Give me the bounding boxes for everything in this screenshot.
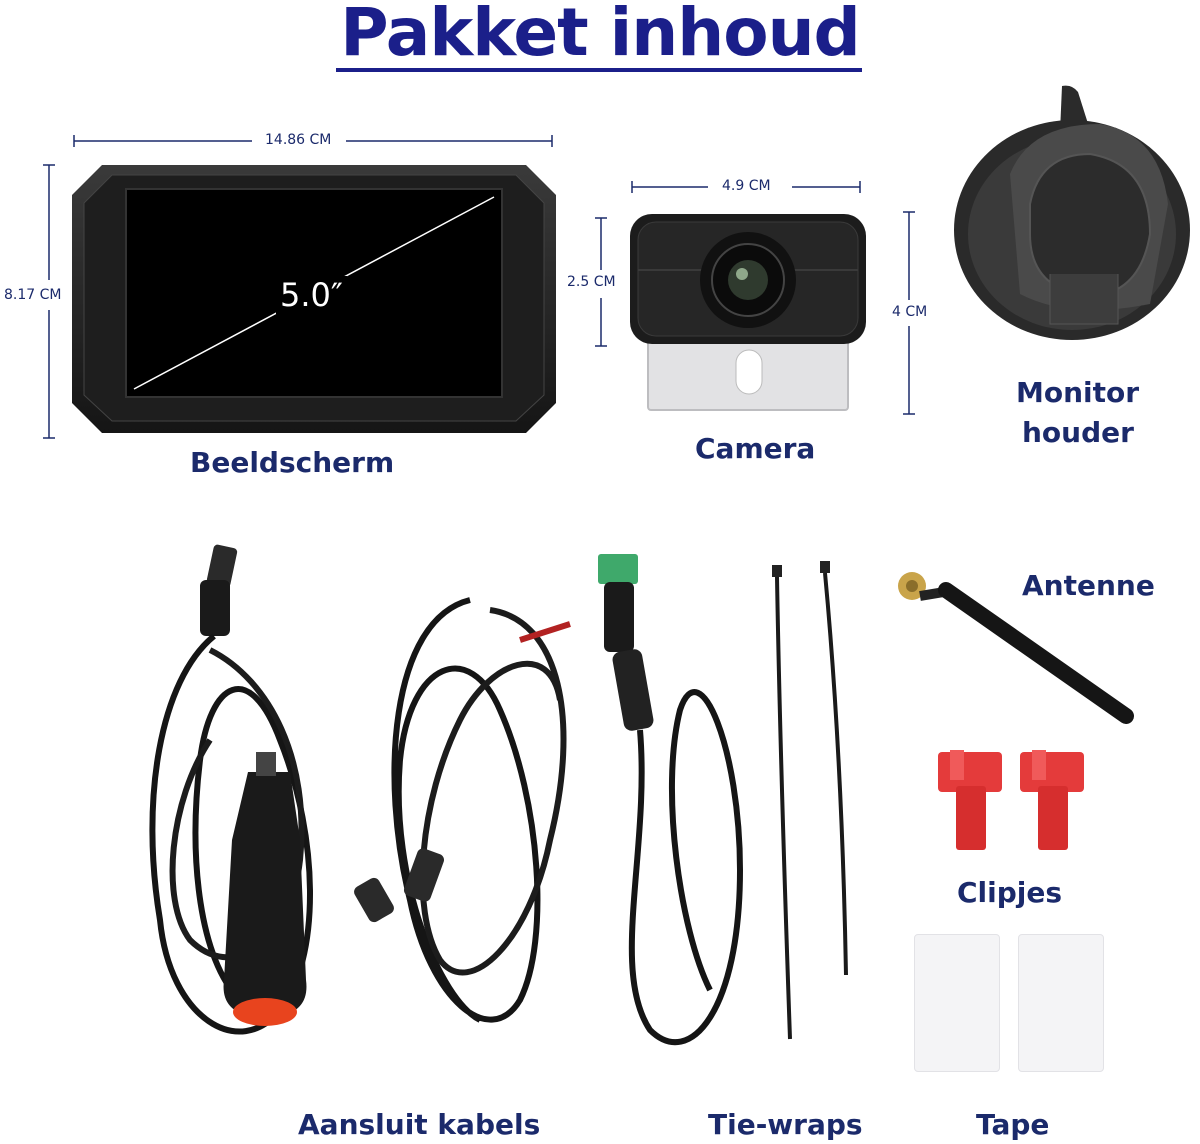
antenna-label: Antenne xyxy=(1022,569,1155,602)
camera-label: Camera xyxy=(695,432,816,465)
clips-label: Clipjes xyxy=(957,876,1063,909)
camera-image xyxy=(630,214,866,411)
camera-total-height-label: 4 CM xyxy=(892,304,928,320)
camera-cable-image xyxy=(598,554,744,1045)
tie-wraps-image xyxy=(772,561,848,1040)
cables-label: Aansluit kabels xyxy=(298,1108,541,1141)
monitor-holder-image xyxy=(954,85,1190,340)
monitor-height-label: 8.17 CM xyxy=(4,287,62,303)
camera-body-height-label: 2.5 CM xyxy=(567,274,616,290)
screen-size-label: 5.0″ xyxy=(276,276,347,314)
tie-wraps-label: Tie-wraps xyxy=(708,1108,863,1141)
holder-label-line2: houder xyxy=(1022,416,1134,449)
tape-piece-left xyxy=(914,934,1000,1072)
monitor-width-label: 14.86 CM xyxy=(265,132,332,148)
power-cable-image xyxy=(149,544,313,1035)
clips-image xyxy=(938,750,1084,850)
tape-label: Tape xyxy=(976,1108,1050,1141)
antenna-image xyxy=(898,572,1134,724)
camera-width-label: 4.9 CM xyxy=(722,178,771,194)
extension-cable-image xyxy=(354,597,571,1023)
title-underline xyxy=(336,68,862,72)
tape-piece-right xyxy=(1018,934,1104,1072)
holder-label-line1: Monitor xyxy=(1016,376,1140,409)
monitor-label: Beeldscherm xyxy=(190,446,395,479)
page-title: Pakket inhoud xyxy=(340,0,861,71)
